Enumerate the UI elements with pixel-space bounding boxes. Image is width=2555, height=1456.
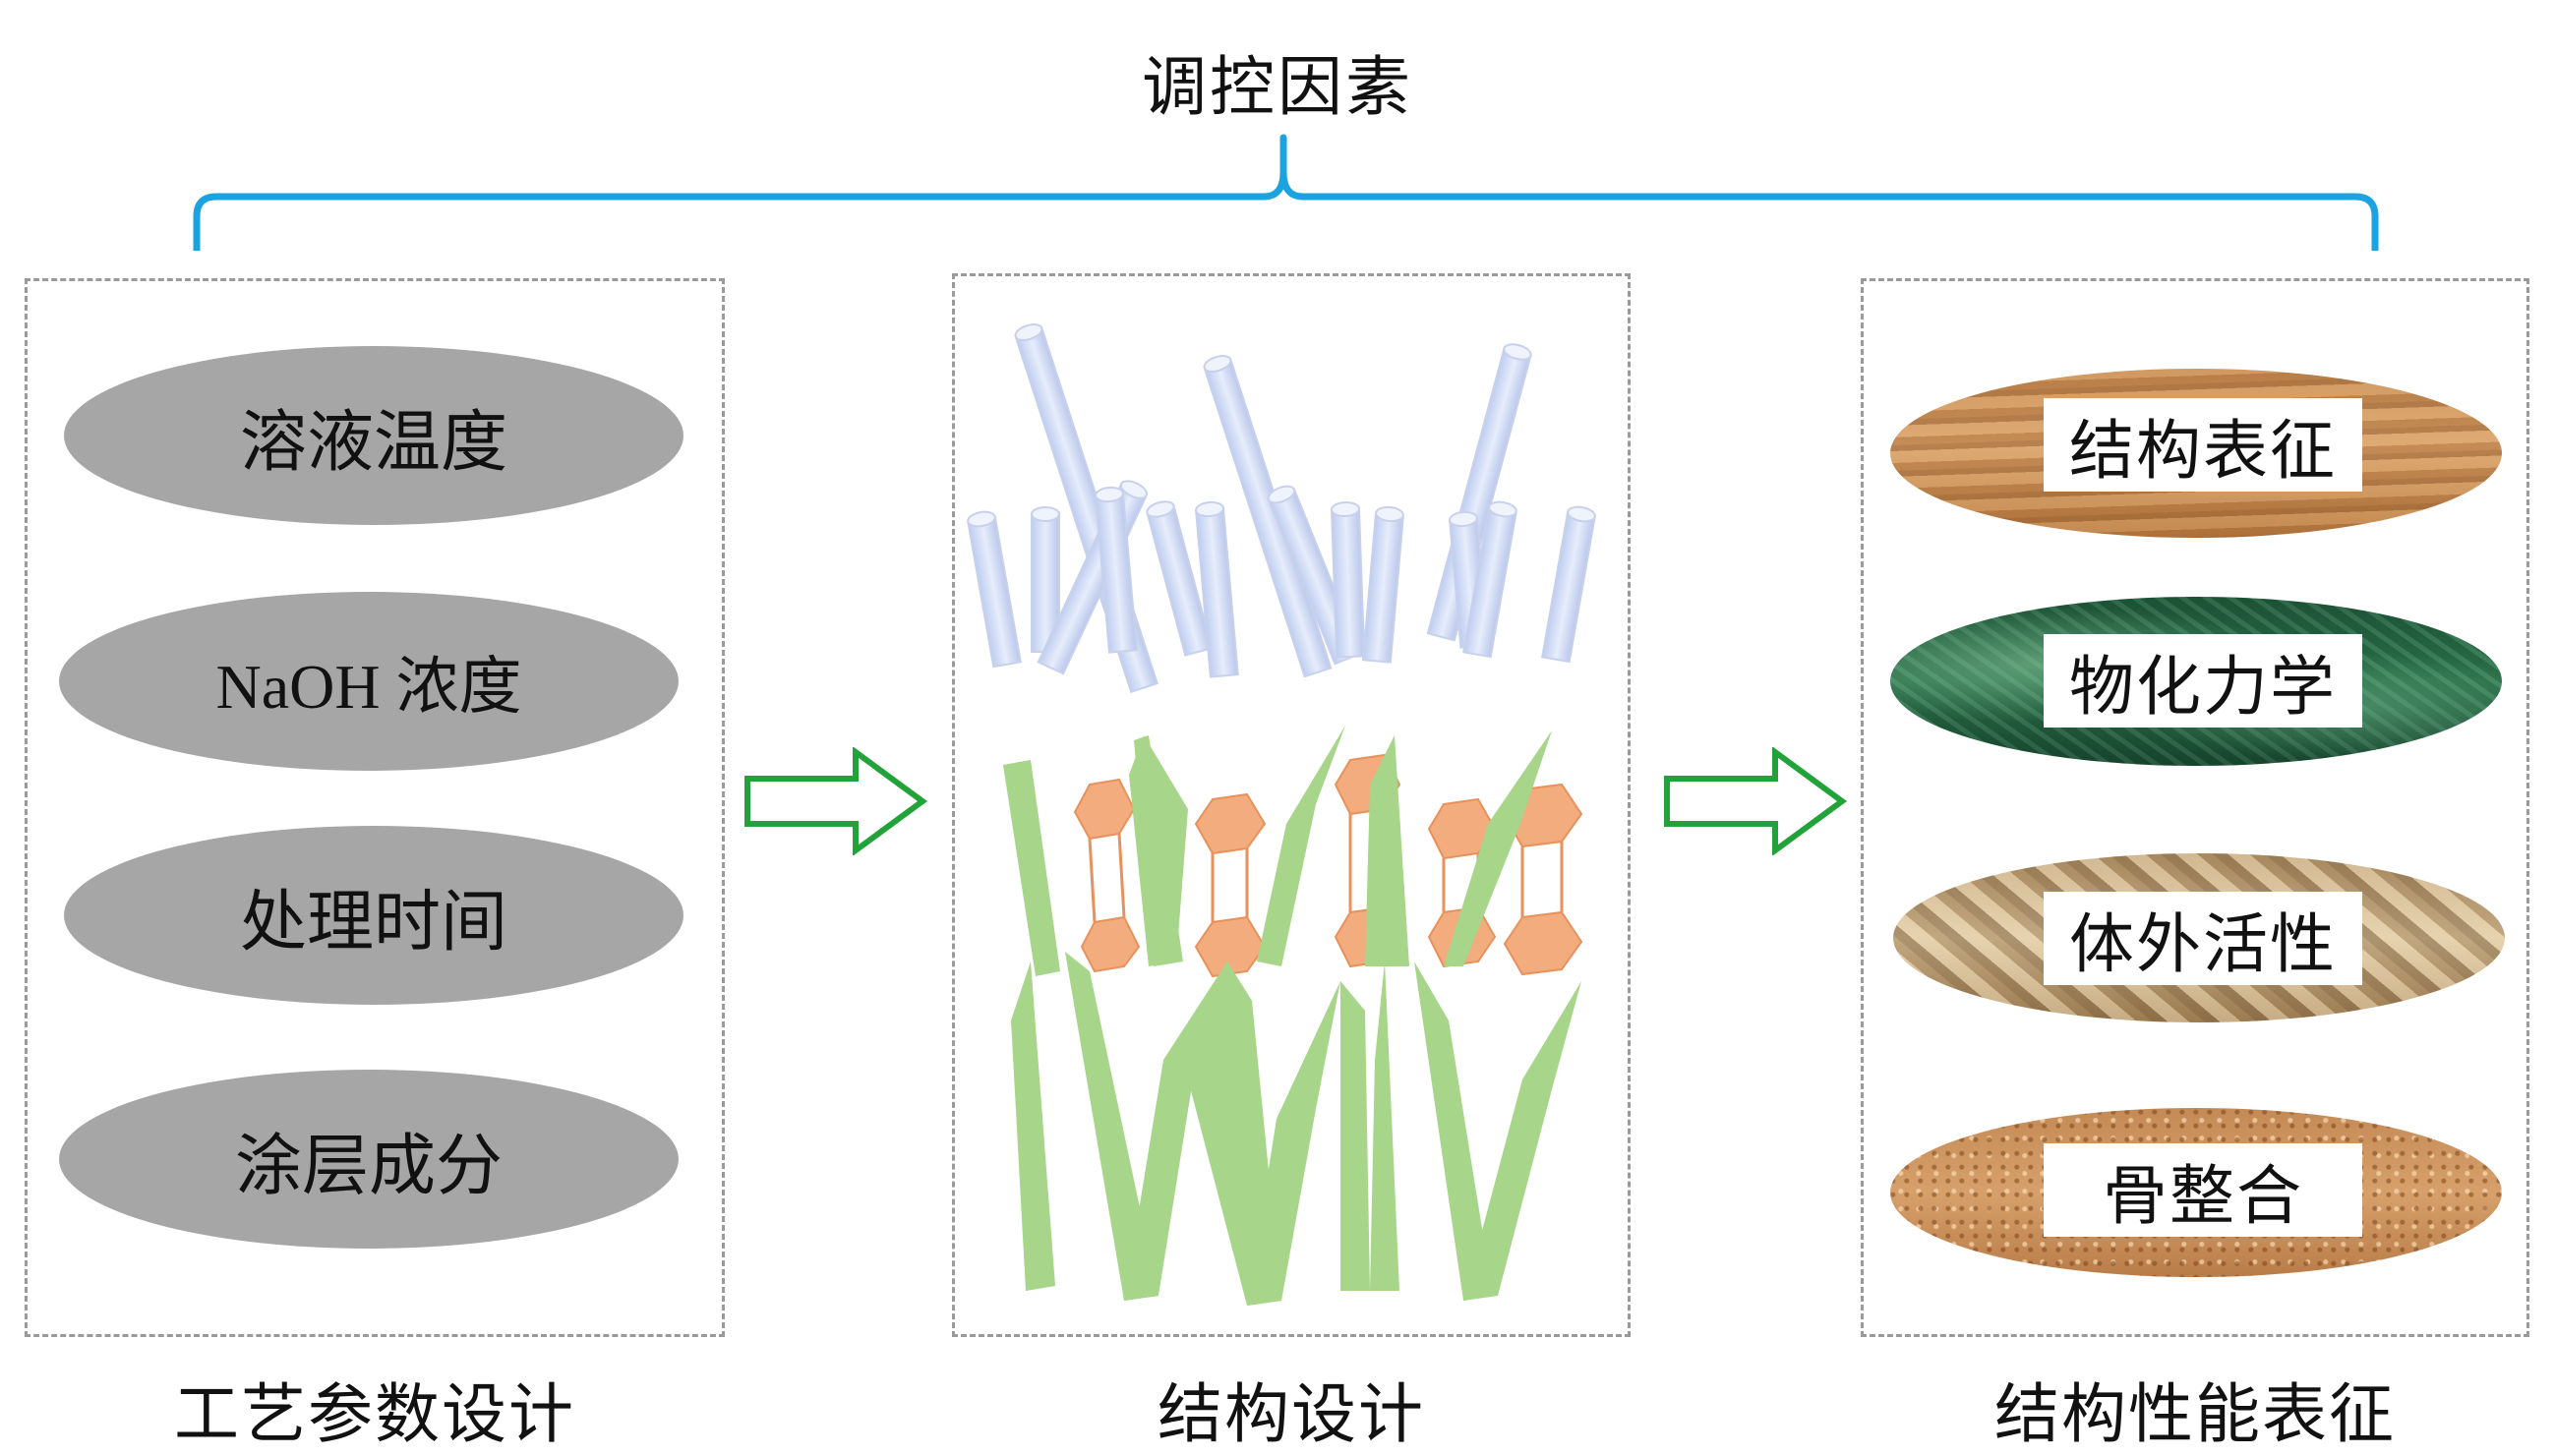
panel-label-process: 工艺参数设计	[174, 1376, 575, 1452]
performance-characterization-panel	[1861, 278, 2529, 1337]
nanorod-array-icon	[967, 323, 1596, 693]
curly-bracket	[193, 134, 2379, 251]
panel-label-structure: 结构设计	[1158, 1376, 1425, 1452]
parameter-label: 涂层成分	[234, 1127, 503, 1205]
structure-design-panel	[952, 273, 1631, 1337]
panel-label-performance: 结构性能表征	[1994, 1376, 2396, 1452]
parameter-label: NaOH 浓度	[215, 652, 522, 722]
characterization-label: 物化力学	[2044, 634, 2362, 728]
parameter-oval-temperature: 溶液温度	[64, 346, 683, 525]
parameter-oval-coating: 涂层成分	[59, 1070, 679, 1249]
structure-illustration	[967, 323, 1596, 1306]
process-parameters-panel	[25, 278, 725, 1337]
parameter-label: 溶液温度	[239, 403, 507, 482]
characterization-label: 体外活性	[2044, 892, 2362, 985]
parameter-label: 处理时间	[239, 883, 507, 961]
parameter-oval-naoh: NaOH 浓度	[59, 592, 679, 771]
blade-crystal-structure-icon	[1003, 726, 1583, 978]
blade-array-icon	[1011, 952, 1581, 1306]
right-arrow-icon	[744, 747, 928, 855]
characterization-label: 结构表征	[2044, 398, 2362, 492]
parameter-oval-time: 处理时间	[64, 826, 683, 1005]
characterization-label: 骨整合	[2044, 1143, 2362, 1237]
diagram-title: 调控因素	[1142, 49, 1413, 125]
right-arrow-icon	[1664, 747, 1848, 855]
